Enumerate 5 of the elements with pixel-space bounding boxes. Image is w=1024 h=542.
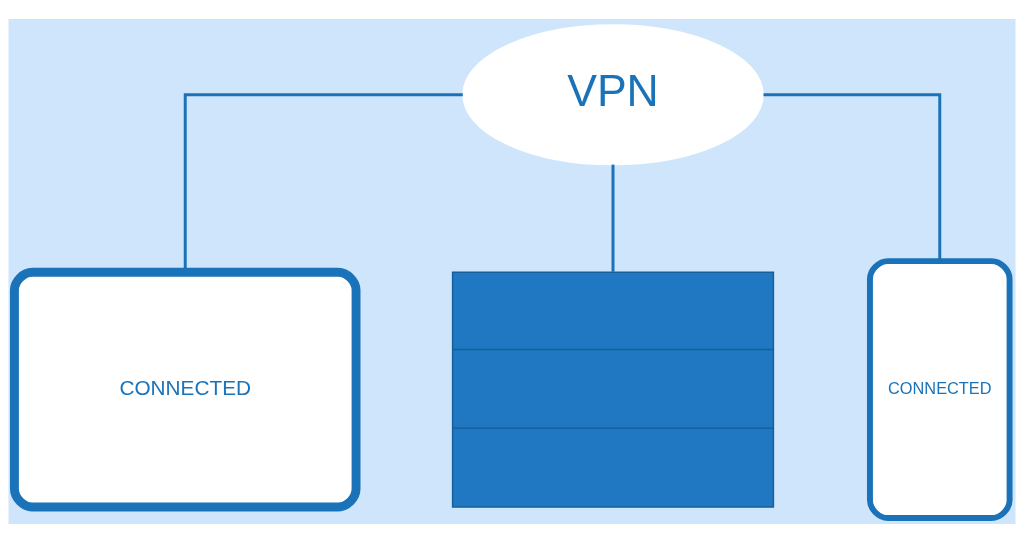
node-box: CONNECTED — [9, 267, 361, 511]
node-ellipse: VPN — [462, 23, 764, 165]
connector — [763, 92, 942, 261]
connector — [611, 164, 615, 272]
node-box: CONNECTED — [867, 257, 1013, 521]
